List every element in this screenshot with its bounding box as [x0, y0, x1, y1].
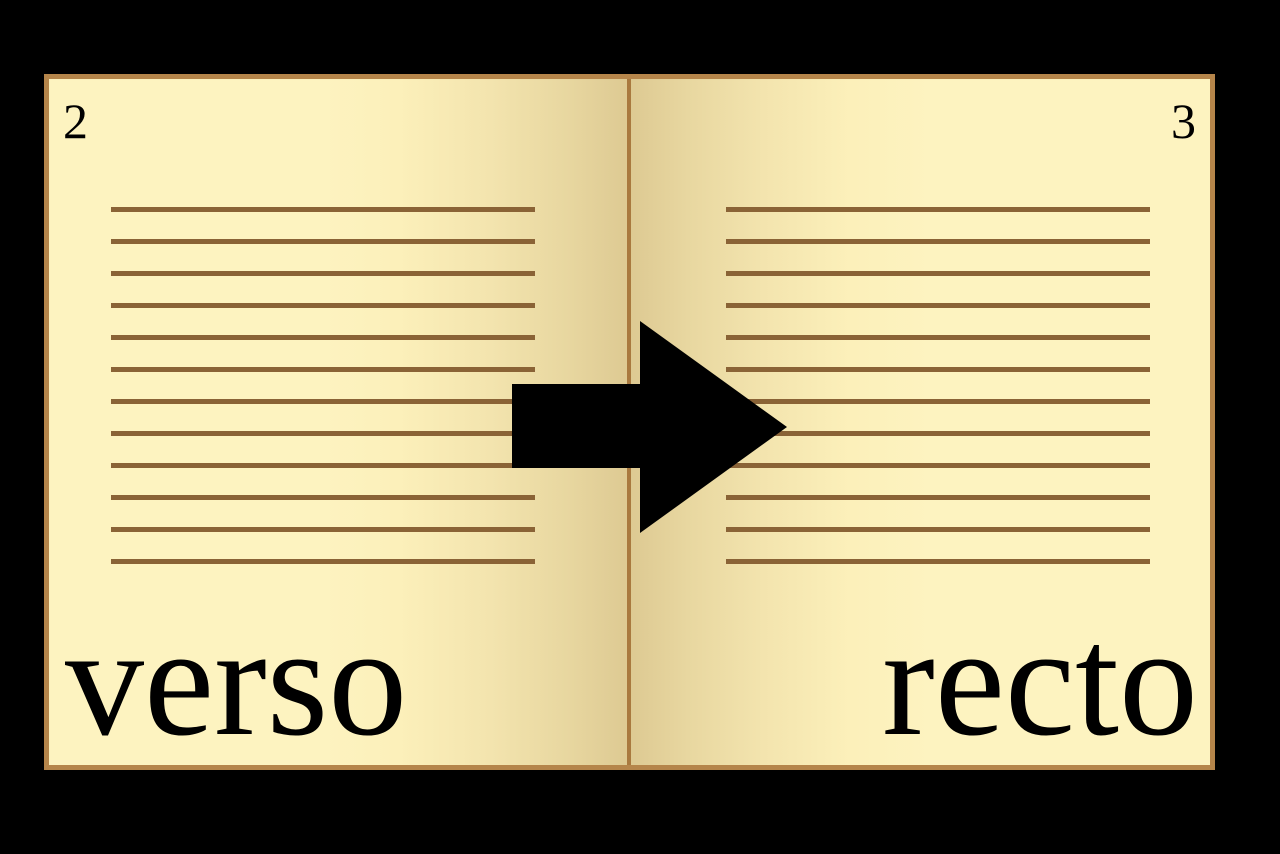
rule-line [726, 463, 1150, 468]
rule-line [726, 559, 1150, 564]
verso-page-number: 2 [63, 93, 88, 149]
rule-line [111, 431, 535, 436]
rule-line [726, 495, 1150, 500]
recto-ruled-lines [726, 207, 1150, 564]
rule-line [111, 303, 535, 308]
rule-line [726, 271, 1150, 276]
verso-ruled-lines [111, 207, 535, 564]
rule-line [726, 399, 1150, 404]
rule-line [726, 367, 1150, 372]
rule-line [111, 239, 535, 244]
verso-label: verso [65, 594, 408, 769]
rule-line [111, 271, 535, 276]
verso-page: 2 verso [49, 79, 631, 769]
rule-line [111, 559, 535, 564]
rule-line [111, 463, 535, 468]
recto-page-number: 3 [1170, 93, 1196, 149]
rule-line [726, 527, 1150, 532]
rule-line [726, 207, 1150, 212]
rule-line [111, 367, 535, 372]
rule-line [111, 399, 535, 404]
book-spread: 2 verso 3 recto [44, 74, 1215, 770]
rule-line [726, 335, 1150, 340]
rule-line [111, 495, 535, 500]
rule-line [111, 335, 535, 340]
rule-line [726, 431, 1150, 436]
rule-line [111, 527, 535, 532]
recto-label: recto [882, 594, 1198, 769]
rule-line [726, 303, 1150, 308]
rule-line [726, 239, 1150, 244]
book-spine [627, 79, 631, 765]
rule-line [111, 207, 535, 212]
